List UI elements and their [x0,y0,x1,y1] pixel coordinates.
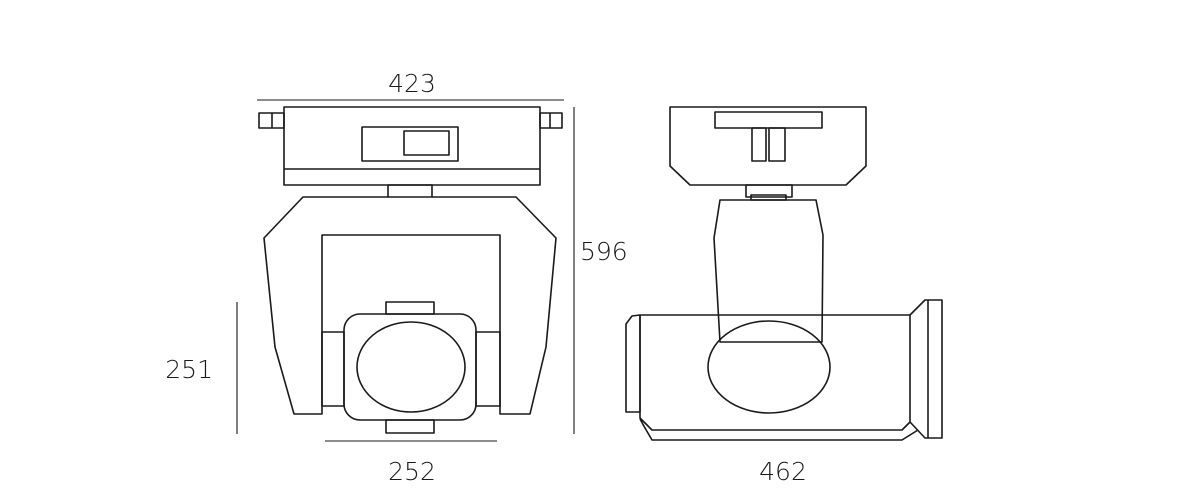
dim-label-head-height: 251 [165,355,213,384]
dimension-labels: 423 596 251 252 462 [165,69,807,486]
dim-label-front-width: 423 [388,69,436,98]
dimension-lines [236,99,575,442]
dim-label-head-width: 252 [388,457,436,486]
front-base [258,106,563,186]
side-base [669,106,867,186]
dim-label-side-depth: 462 [759,457,807,486]
side-view [625,106,943,441]
dim-label-total-height: 596 [580,237,628,266]
front-neck [387,184,433,198]
front-head [321,301,501,434]
front-view [258,106,563,434]
side-head [625,299,943,441]
side-arm [713,199,824,343]
side-neck [745,184,793,201]
front-yoke [263,196,557,415]
